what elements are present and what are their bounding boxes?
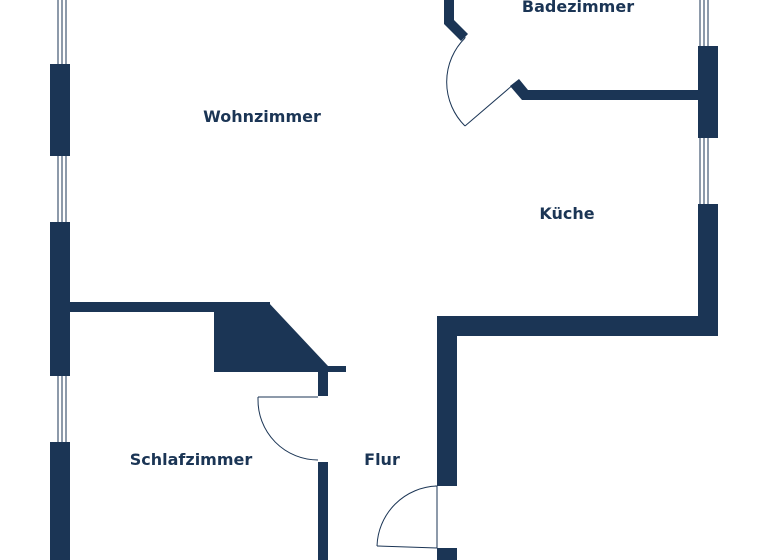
bathroom-wall <box>444 0 698 100</box>
left-window-top <box>57 0 67 64</box>
right-exterior-wall <box>698 46 718 336</box>
bedroom-top-wall <box>50 302 346 372</box>
right-window-top <box>699 0 709 46</box>
room-label-hallway: Flur <box>364 450 400 469</box>
bedroom-door <box>257 396 319 461</box>
entry-door <box>376 485 438 549</box>
left-exterior-wall <box>50 64 70 560</box>
left-window-middle <box>57 156 67 222</box>
room-label-bedroom: Schlafzimmer <box>130 450 253 469</box>
right-window-middle <box>699 138 709 204</box>
hallway-kitchen-wall <box>437 316 718 560</box>
bedroom-right-wall <box>318 372 328 560</box>
left-window-bottom <box>57 376 67 442</box>
room-label-kitchen: Küche <box>539 204 594 223</box>
room-label-bathroom: Badezimmer <box>522 0 634 16</box>
room-label-living-room: Wohnzimmer <box>203 107 321 126</box>
bathroom-door <box>446 37 515 127</box>
